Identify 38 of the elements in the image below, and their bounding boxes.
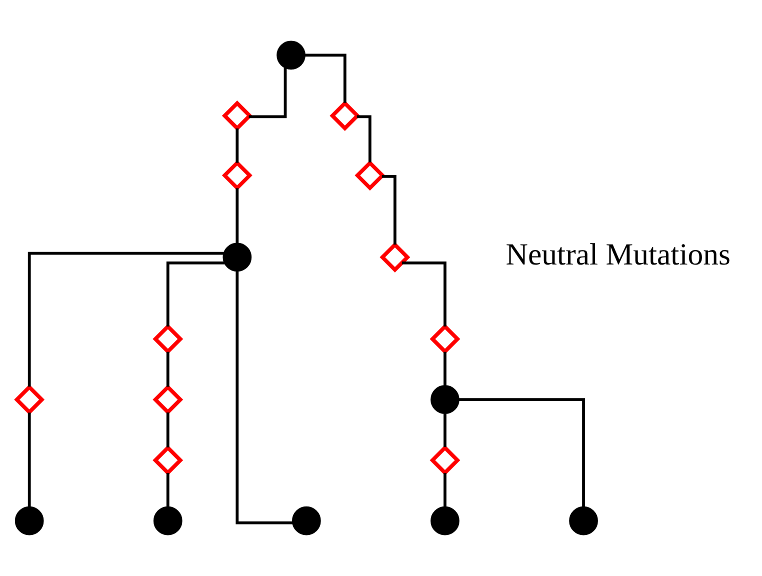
node-cross bbox=[152, 444, 184, 476]
connector bbox=[444, 352, 446, 386]
node-cross bbox=[380, 242, 410, 272]
node-circle bbox=[292, 506, 321, 536]
connector bbox=[166, 412, 170, 448]
connector bbox=[166, 473, 170, 508]
node-cross bbox=[354, 160, 386, 191]
connector bbox=[304, 54, 346, 103]
connector bbox=[166, 262, 224, 326]
connector bbox=[28, 252, 224, 387]
node-cross bbox=[152, 324, 184, 354]
connector bbox=[444, 473, 446, 508]
connector bbox=[248, 68, 287, 118]
node-circle bbox=[14, 506, 44, 536]
connector bbox=[458, 398, 585, 507]
node-circle bbox=[276, 40, 306, 70]
node-circle bbox=[153, 506, 182, 536]
connector bbox=[402, 262, 446, 326]
node-cross bbox=[430, 324, 460, 354]
node-cross bbox=[152, 384, 184, 415]
connector bbox=[236, 128, 239, 163]
node-circle bbox=[222, 242, 252, 272]
connector bbox=[356, 115, 372, 162]
node-cross bbox=[430, 444, 460, 476]
node-cross bbox=[222, 100, 252, 132]
connector bbox=[166, 352, 170, 387]
node-circle bbox=[430, 385, 460, 414]
connector bbox=[444, 414, 446, 448]
node-cross bbox=[14, 384, 45, 415]
node-circle bbox=[430, 506, 460, 536]
label: Neutral Mutations bbox=[506, 238, 731, 272]
connector bbox=[28, 412, 31, 507]
connector bbox=[382, 174, 396, 245]
node-cross bbox=[330, 100, 360, 132]
node-cross bbox=[222, 160, 252, 191]
connector bbox=[236, 270, 294, 524]
connector bbox=[236, 188, 239, 244]
node-circle bbox=[569, 506, 598, 536]
